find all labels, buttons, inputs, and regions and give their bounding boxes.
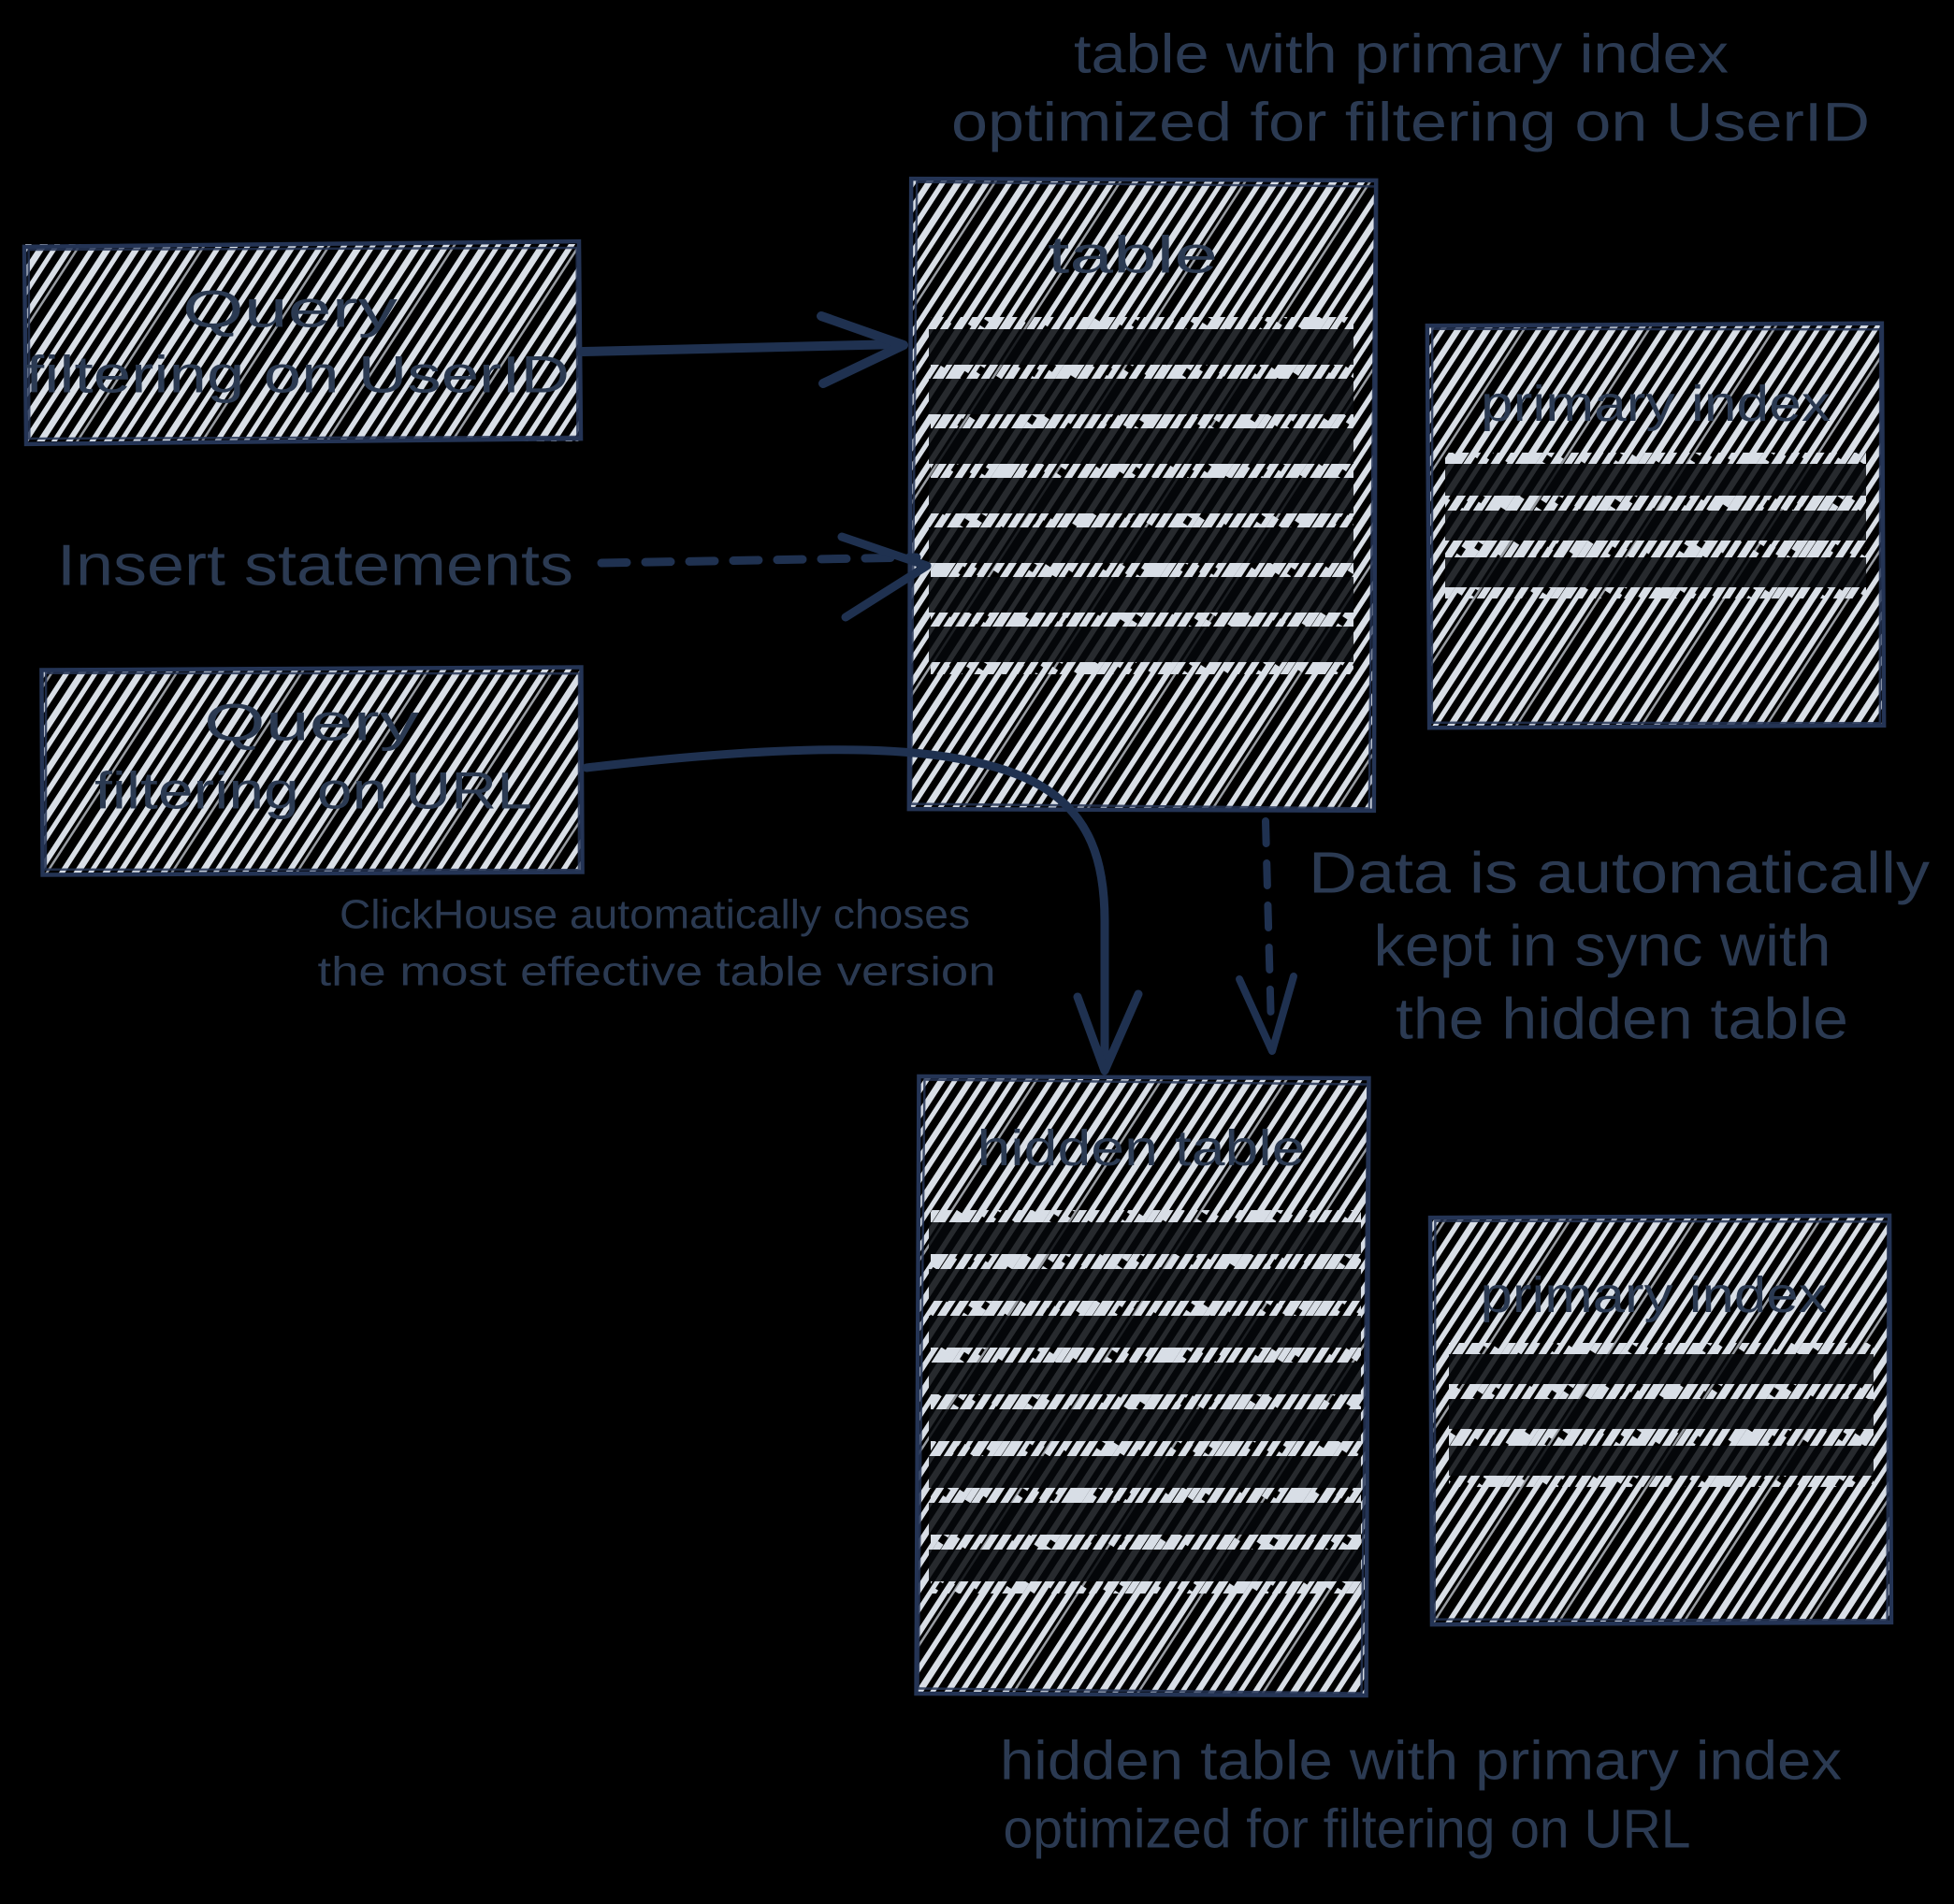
- svg-text:table: table: [1048, 225, 1218, 284]
- svg-text:filtering on URL: filtering on URL: [94, 761, 532, 820]
- svg-text:primary index: primary index: [1481, 376, 1831, 432]
- svg-text:primary index: primary index: [1481, 1267, 1828, 1323]
- svg-text:optimized for filtering on URL: optimized for filtering on URL: [1004, 1799, 1691, 1860]
- svg-text:the most effective table versi: the most effective table version: [318, 949, 996, 995]
- svg-text:filtering on UserID: filtering on UserID: [25, 345, 570, 404]
- svg-text:ClickHouse automatically chose: ClickHouse automatically choses: [340, 892, 970, 938]
- svg-text:optimized for filtering on Use: optimized for filtering on UserID: [951, 93, 1870, 153]
- svg-text:the hidden table: the hidden table: [1396, 988, 1848, 1052]
- svg-text:hidden table with primary inde: hidden table with primary index: [1000, 1731, 1842, 1792]
- svg-text:Query: Query: [204, 693, 419, 752]
- svg-text:Query: Query: [182, 280, 398, 339]
- svg-text:table with primary index: table with primary index: [1074, 24, 1729, 85]
- svg-text:hidden table: hidden table: [977, 1120, 1306, 1176]
- svg-text:Insert statements: Insert statements: [57, 534, 573, 599]
- svg-text:Data is automatically: Data is automatically: [1309, 842, 1930, 906]
- svg-text:kept in sync with: kept in sync with: [1374, 915, 1831, 979]
